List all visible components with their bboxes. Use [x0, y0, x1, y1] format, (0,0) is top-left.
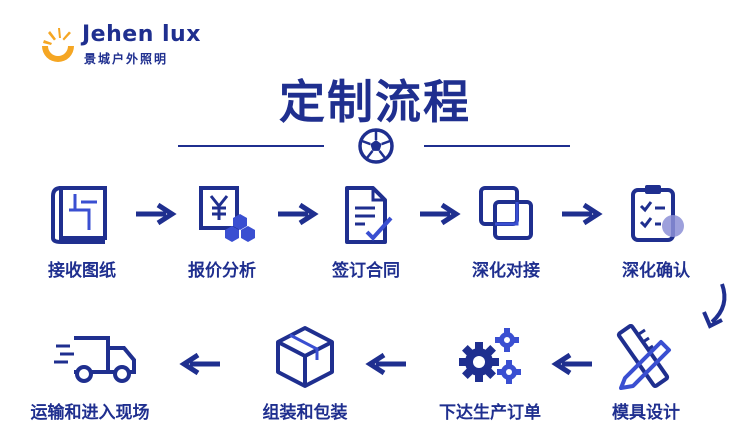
step-label: 组装和包装 [262, 403, 348, 423]
box-icon [276, 326, 334, 388]
step-label: 模具设计 [612, 403, 680, 423]
quotation-icon [199, 186, 255, 242]
step-label: 深化确认 [622, 261, 690, 281]
step-label: 报价分析 [188, 261, 256, 281]
step-production-order: 下达生产订单 [430, 322, 550, 423]
contract-icon [345, 186, 393, 244]
step-sign-contract: 签订合同 [306, 180, 426, 281]
overlap-icon [479, 186, 533, 240]
brand-name-en: Jehen lux [82, 22, 201, 47]
step-quotation: 报价分析 [162, 180, 282, 281]
truck-icon [54, 336, 136, 383]
arrow-left-icon [365, 352, 406, 376]
step-transport: 运输和进入现场 [31, 322, 157, 423]
arrow-right-icon [562, 202, 603, 226]
curved-arrow-down-icon [702, 283, 727, 329]
title-divider-left [178, 145, 324, 147]
step-mold-design: 模具设计 [586, 322, 706, 423]
soccer-ball-icon [358, 128, 394, 164]
arrow-right-icon [136, 202, 177, 226]
step-label: 接收图纸 [48, 261, 116, 281]
sun-logo-icon [42, 28, 74, 62]
step-label: 签订合同 [332, 261, 400, 281]
brand-name-cn: 景城户外照明 [84, 52, 169, 66]
step-assemble-pack: 组装和包装 [245, 322, 365, 423]
arrow-left-icon [551, 352, 592, 376]
arrow-right-icon [420, 202, 461, 226]
step-deepen-docking: 深化对接 [446, 180, 566, 281]
step-label: 下达生产订单 [439, 403, 541, 423]
arrow-left-icon [179, 352, 220, 376]
gears-icon [459, 328, 521, 384]
title-divider-right [424, 145, 570, 147]
page-title: 定制流程 [279, 75, 471, 129]
step-deepen-confirm: 深化确认 [596, 180, 716, 281]
clipboard-check-icon [631, 185, 684, 242]
blueprint-icon [51, 186, 107, 244]
ruler-pencil-icon [616, 323, 671, 390]
arrow-right-icon [278, 202, 319, 226]
step-receive-drawings: 接收图纸 [22, 180, 142, 281]
step-label: 运输和进入现场 [30, 403, 150, 423]
brand-logo: Jehen lux 景城户外照明 [38, 22, 208, 66]
step-label: 深化对接 [472, 261, 540, 281]
